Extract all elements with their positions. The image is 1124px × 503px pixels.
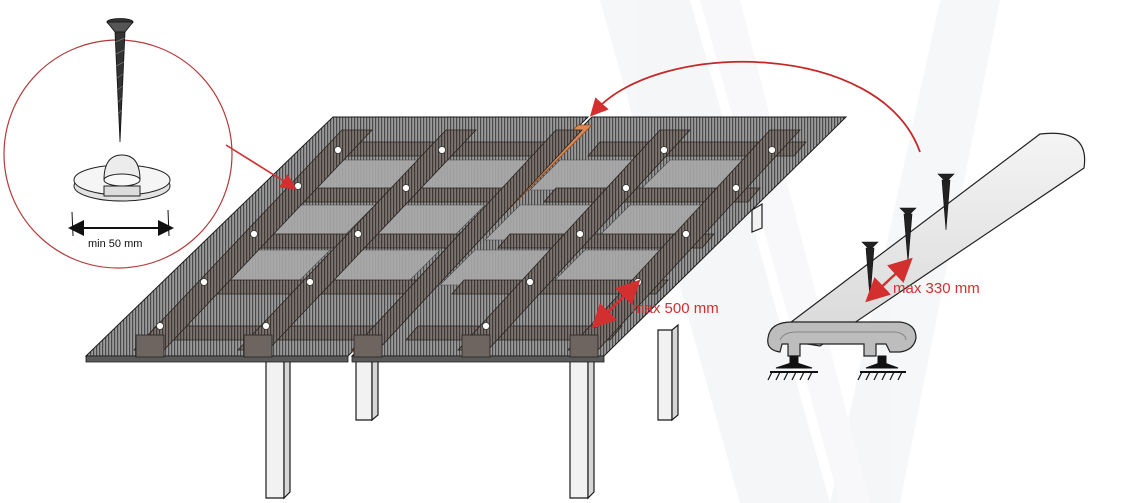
support-posts — [265, 202, 763, 500]
post — [265, 348, 291, 500]
post — [569, 348, 595, 500]
washer-min-label: min 50 mm — [88, 238, 142, 250]
support-icon — [857, 355, 906, 381]
batten-end-blocks — [135, 334, 599, 358]
profile-spacing-label: max 330 mm — [893, 280, 980, 297]
washer-detail-callout: min 50 mm — [3, 18, 297, 269]
screw-icon — [106, 18, 134, 143]
fixing-spacing-dimension: max 500 mm — [591, 279, 719, 329]
washer-icon — [73, 154, 171, 202]
cover-profile: max 330 mm — [767, 132, 1086, 381]
fixing-points — [156, 146, 776, 330]
support-icon — [767, 355, 818, 381]
fixing-spacing-label: max 500 mm — [632, 300, 719, 317]
curved-arrow-icon — [589, 60, 921, 153]
post — [751, 202, 763, 233]
post — [657, 323, 679, 422]
